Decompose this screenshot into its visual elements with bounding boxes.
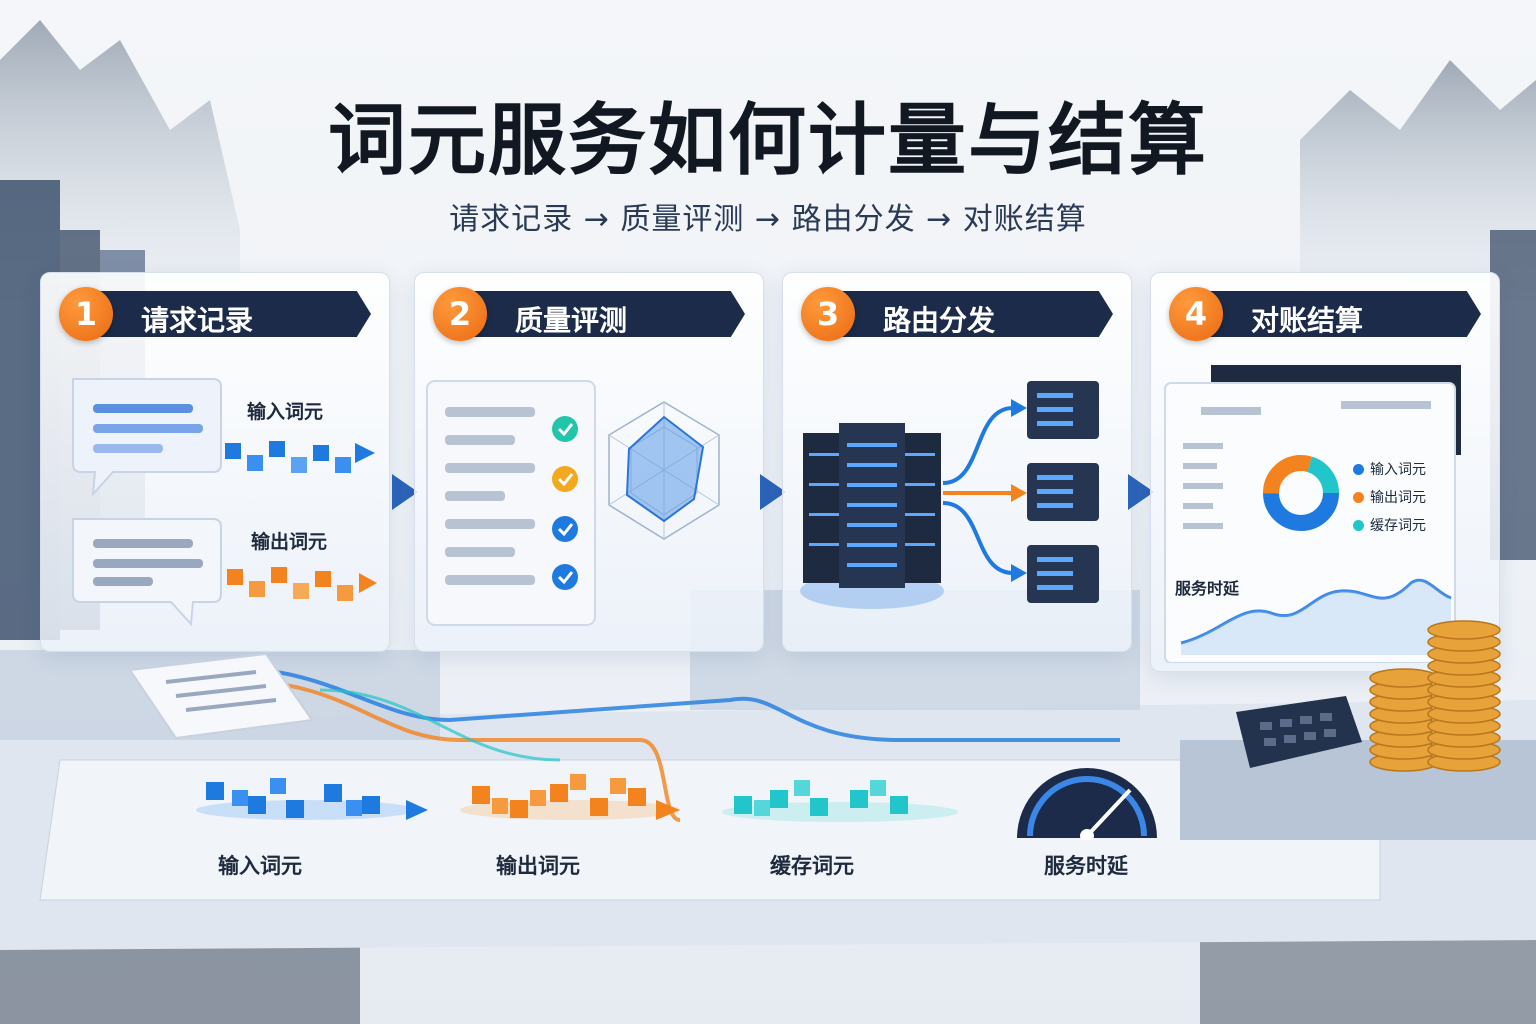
flow-arrow-icon [760,474,786,510]
radar-chart-icon [608,401,720,540]
bottom-cache-tokens-label: 缓存词元 [770,854,854,878]
bottom-output-tokens-label: 输出词元 [496,854,580,878]
ledger-document-icon [128,652,314,740]
latency-gauge-icon [1017,768,1157,840]
legend-input-tokens: 输入词元 [1353,459,1426,479]
stage-bar [829,291,1113,337]
cache-token-flow [722,780,958,822]
latency-chart-label: 服务时延 [1175,579,1240,598]
stage-bar [87,291,371,337]
calculator-icon [1236,696,1362,768]
stage-label: 质量评测 [515,304,628,337]
stage-label: 对账结算 [1251,304,1364,337]
stage-reconciliation-settlement: 4 对账结算 输入词元 输出词元 缓存词元 服务时延 [1150,272,1500,672]
gold-coins-icon [1369,620,1501,772]
bottom-input-tokens-label: 输入词元 [218,854,302,878]
chat-bubble-icon [72,518,222,627]
server-node-icon [1027,381,1099,439]
bottom-latency-label: 服务时延 [1044,854,1128,878]
stage-label: 请求记录 [141,304,254,337]
stage-label: 路由分发 [883,304,996,337]
server-rack-icon [800,423,944,609]
checklist-document-icon [426,380,596,626]
input-tokens-label: 输入词元 [247,401,324,423]
stage-header: 1 请求记录 [59,287,371,341]
stage-bar [1197,291,1481,337]
stage-bar [461,291,745,337]
chat-bubble-icon [72,378,222,497]
stage-header: 4 对账结算 [1169,287,1481,341]
stage-number: 1 [59,287,113,341]
server-node-icon [1027,463,1099,521]
server-node-icon [1027,545,1099,603]
stage-number: 4 [1169,287,1223,341]
donut-chart-icon [1263,455,1339,531]
output-tokens-label: 输出词元 [251,531,328,553]
stage-number: 2 [433,287,487,341]
legend-output-tokens: 输出词元 [1353,487,1426,507]
stage-header: 2 质量评测 [433,287,745,341]
flow-arrow-icon [392,474,418,510]
input-token-stream [225,441,375,473]
stage-request-record: 1 请求记录 输入词元 输出词元 [40,272,390,652]
output-token-flow [460,774,680,820]
routing-arrows [943,399,1027,582]
stage-quality-evaluation: 2 质量评测 [414,272,764,652]
stage-number: 3 [801,287,855,341]
input-token-flow [196,778,428,820]
stage-routing-dispatch: 3 路由分发 [782,272,1132,652]
output-token-stream [227,567,377,601]
stage-header: 3 路由分发 [801,287,1113,341]
page-subtitle: 请求记录 → 质量评测 → 路由分发 → 对账结算 [449,202,1087,237]
flow-arrow-icon [1128,474,1154,510]
legend-cache-tokens: 缓存词元 [1353,515,1426,535]
page-title: 词元服务如何计量与结算 [327,95,1208,186]
